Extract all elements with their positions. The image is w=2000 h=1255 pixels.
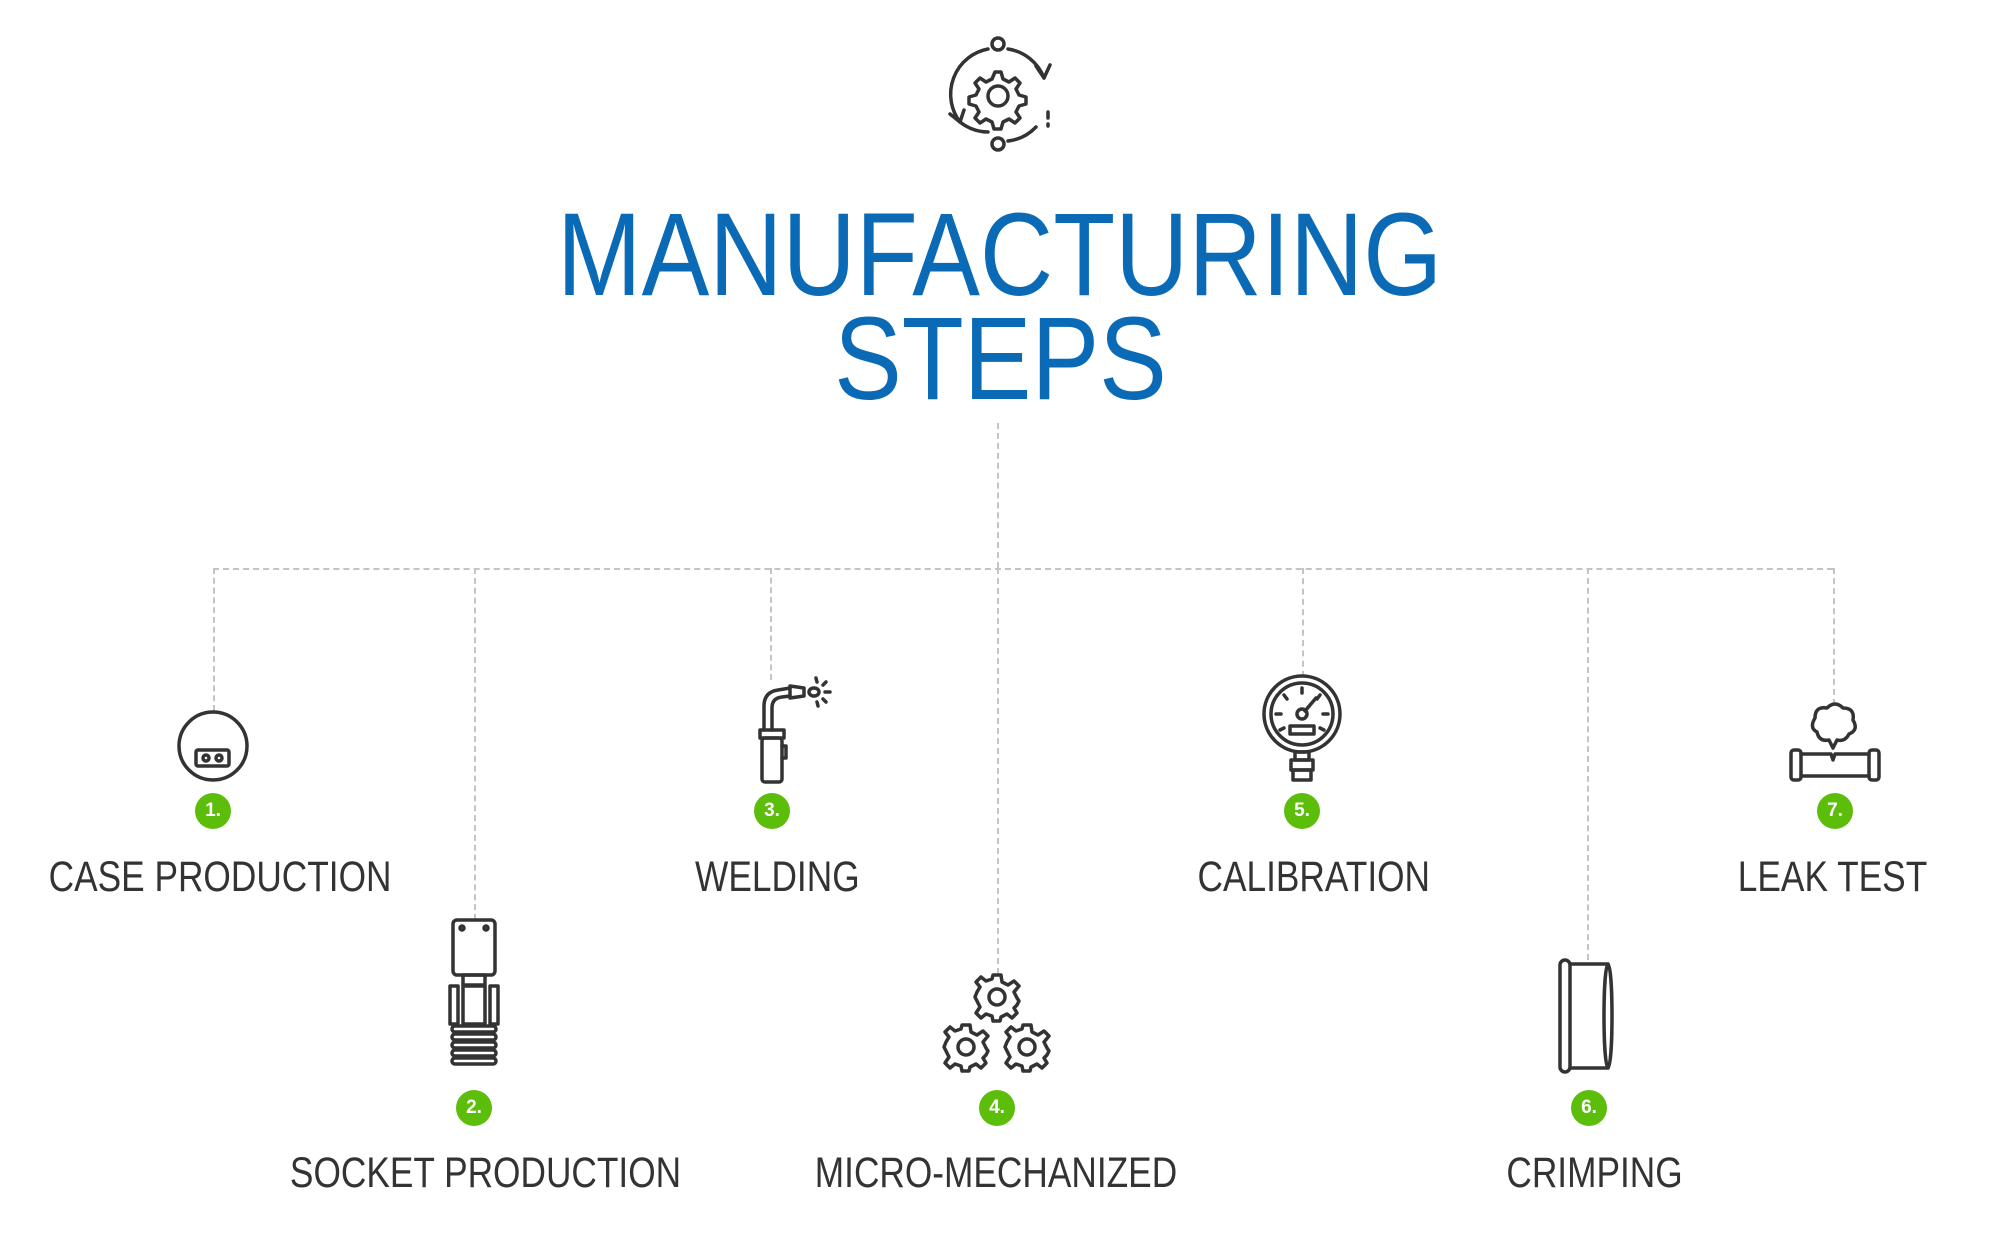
step-6-label: CRIMPING (1505, 1149, 1683, 1197)
step-4-label: MICRO-MECHANIZED (814, 1149, 1178, 1197)
connector-bar (213, 568, 1833, 570)
step-7-label: LEAK TEST (1738, 853, 1928, 901)
connector-step-2 (474, 568, 476, 920)
crimp-ring-icon (1558, 958, 1614, 1074)
step-4-badge: 4. (979, 1090, 1015, 1126)
step-7-badge: 7. (1817, 793, 1853, 829)
connector-step-4 (997, 568, 999, 974)
connector-trunk (997, 423, 999, 568)
page-title-line1: MANUFACTURING (557, 189, 1443, 321)
gears-icon (940, 972, 1054, 1073)
page-title-line2: STEPS (833, 293, 1167, 425)
connector-step-7 (1833, 568, 1835, 705)
step-5-label: CALIBRATION (1197, 853, 1431, 901)
socket-icon (448, 918, 500, 1070)
leaking-pipe-icon (1789, 702, 1881, 782)
pressure-gauge-icon (1262, 674, 1342, 784)
step-6-badge: 6. (1571, 1090, 1607, 1126)
connector-step-1 (213, 568, 215, 711)
step-3-badge: 3. (754, 793, 790, 829)
connector-step-6 (1587, 568, 1589, 960)
step-1-label: CASE PRODUCTION (48, 853, 392, 901)
step-5-badge: 5. (1284, 793, 1320, 829)
step-2-label: SOCKET PRODUCTION (290, 1149, 682, 1197)
gear-cycle-icon (936, 32, 1060, 156)
step-1-badge: 1. (195, 793, 231, 829)
step-2-badge: 2. (456, 1090, 492, 1126)
step-3-label: WELDING (694, 853, 860, 901)
case-icon (177, 710, 249, 782)
welding-torch-icon (756, 676, 850, 784)
connector-step-5 (1302, 568, 1304, 677)
connector-step-3 (770, 568, 772, 680)
